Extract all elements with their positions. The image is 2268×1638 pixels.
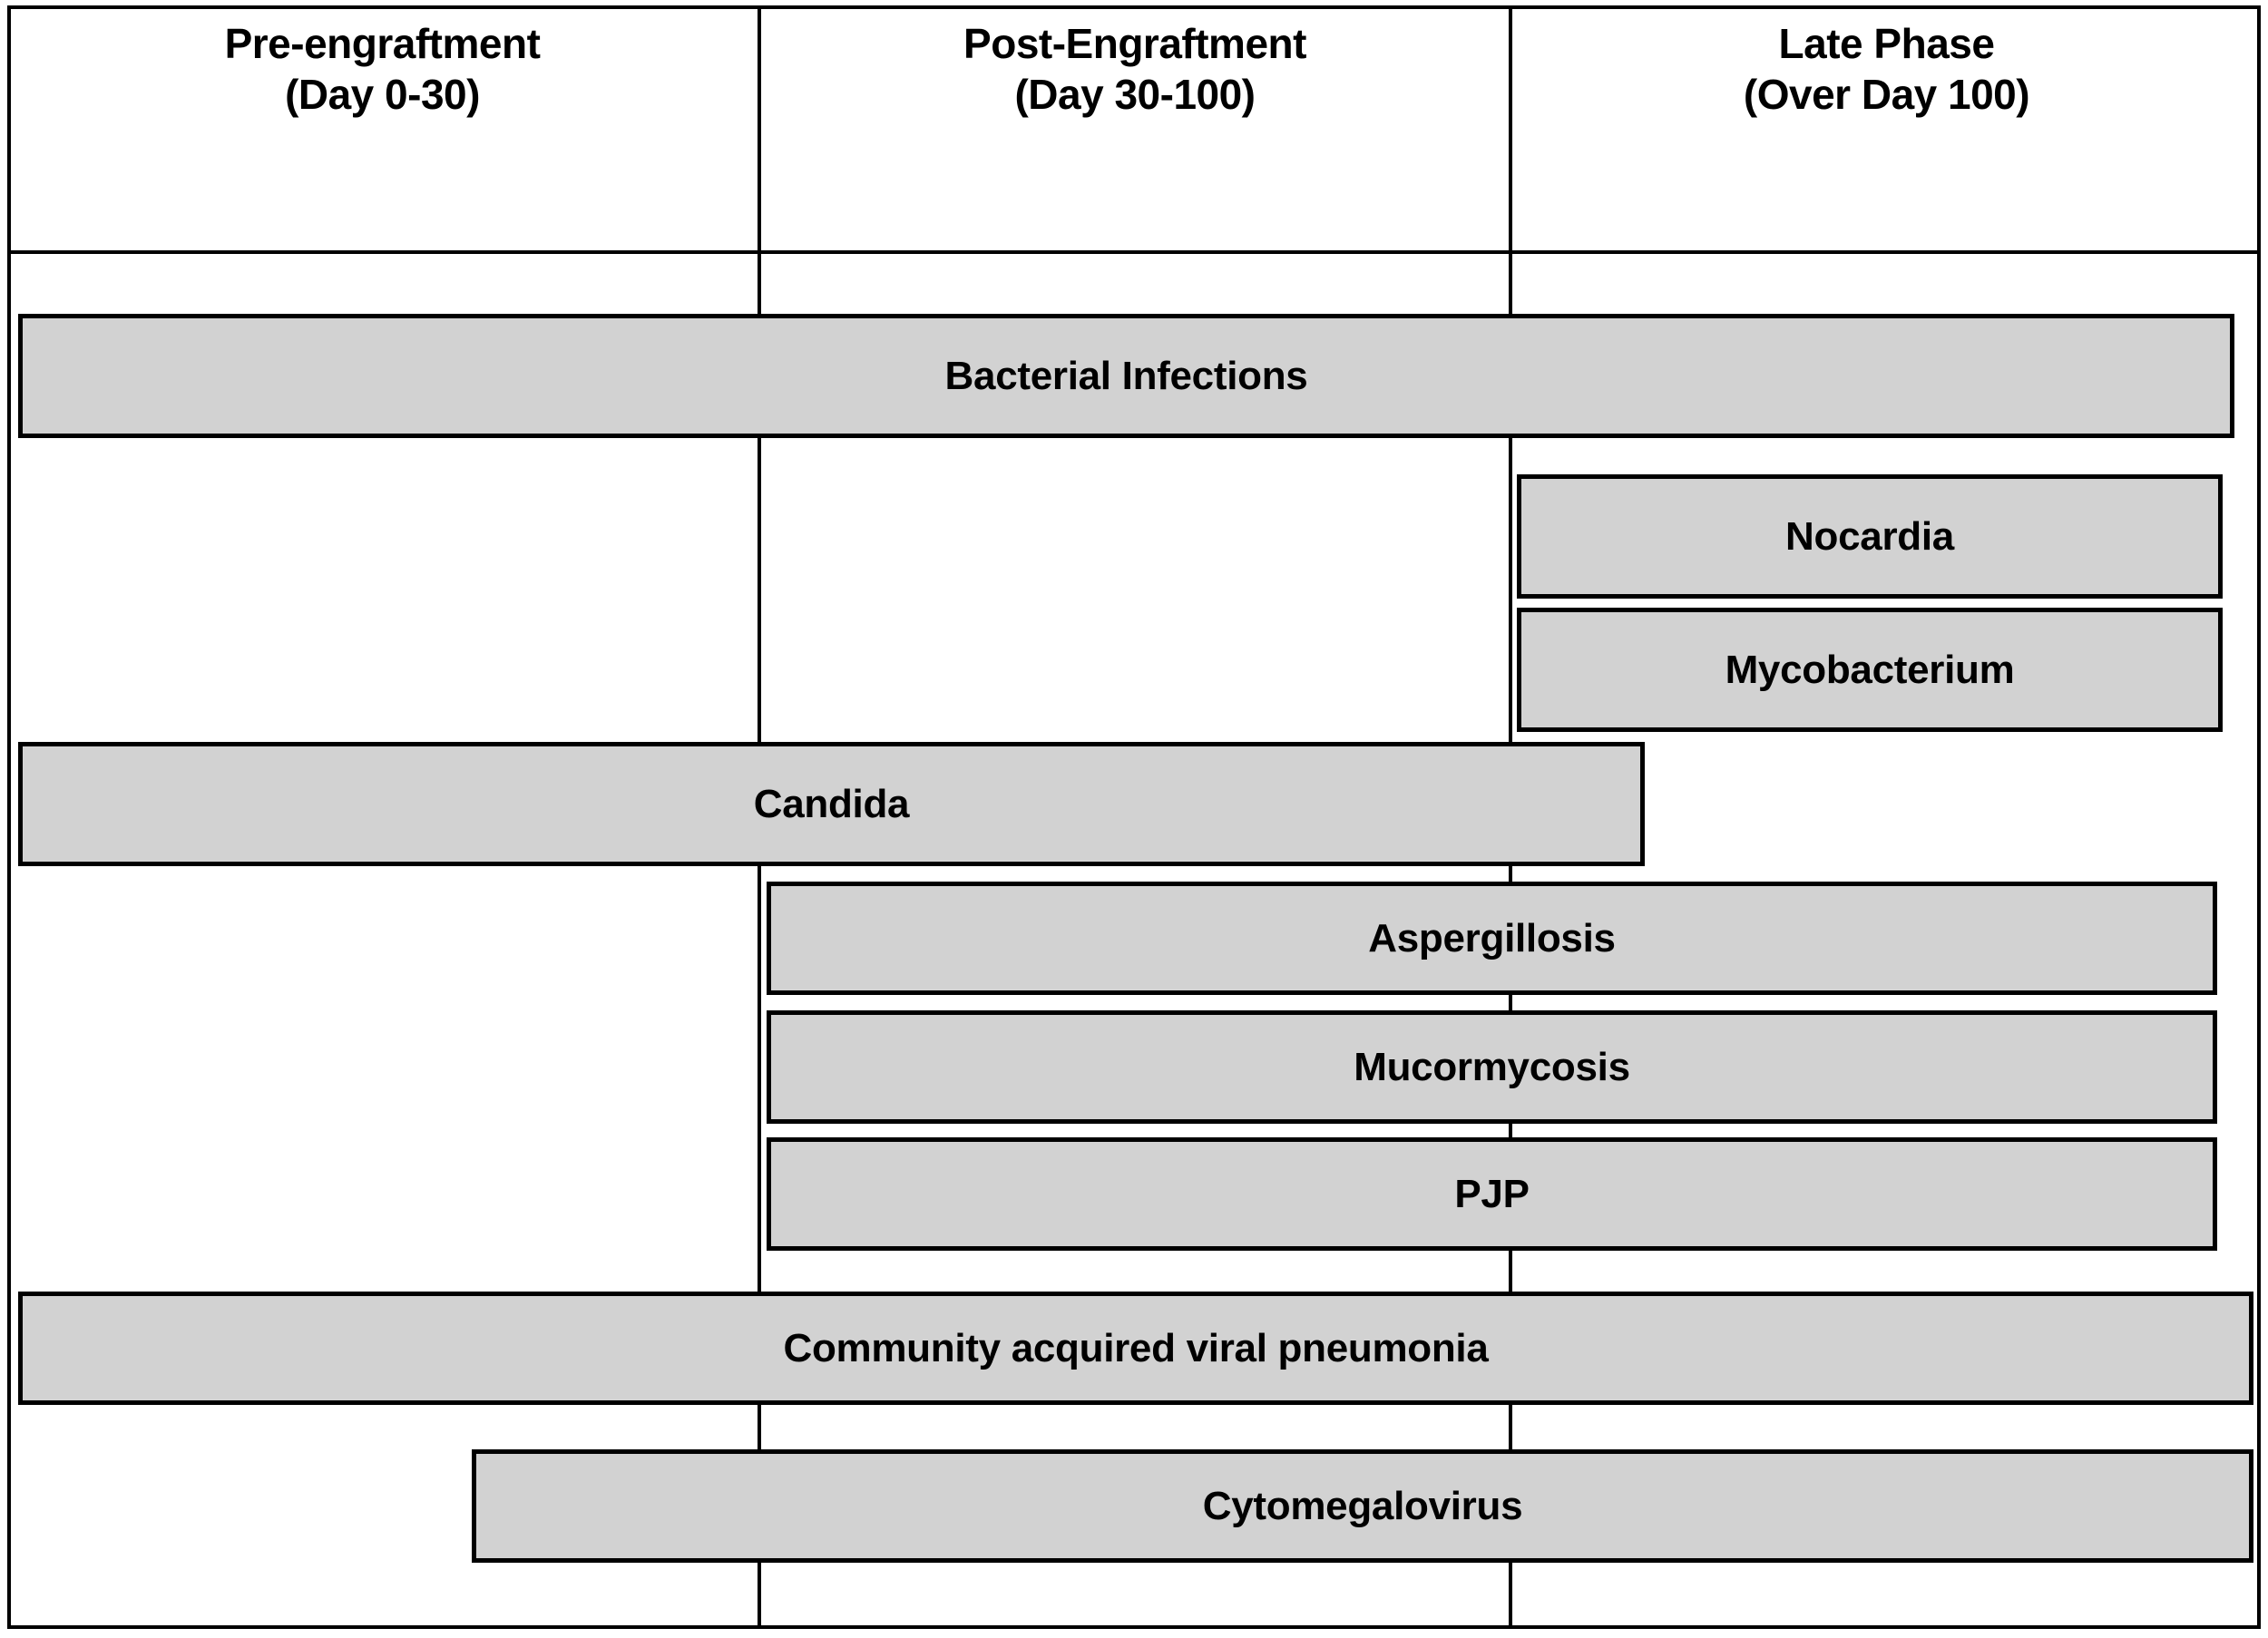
bar-community-acquired-viral-pneumonia: Community acquired viral pneumonia xyxy=(18,1292,2253,1405)
header-subtitle-late-phase: (Over Day 100) xyxy=(1743,71,2030,119)
bar-mucormycosis: Mucormycosis xyxy=(767,1010,2217,1124)
bar-label-community-acquired-viral-pneumonia: Community acquired viral pneumonia xyxy=(783,1325,1489,1370)
bar-label-cytomegalovirus: Cytomegalovirus xyxy=(1202,1483,1523,1528)
bar-label-mycobacterium: Mycobacterium xyxy=(1725,647,2015,692)
bar-cytomegalovirus: Cytomegalovirus xyxy=(472,1449,2253,1563)
header-row: Pre-engraftment (Day 0-30) Post-Engraftm… xyxy=(7,5,2261,254)
bar-label-aspergillosis: Aspergillosis xyxy=(1368,915,1616,960)
bar-label-bacterial-infections: Bacterial Infections xyxy=(944,353,1308,398)
bar-label-nocardia: Nocardia xyxy=(1785,513,1954,559)
bar-mycobacterium: Mycobacterium xyxy=(1517,608,2223,732)
bar-pjp: PJP xyxy=(767,1137,2217,1251)
header-subtitle-pre-engraftment: (Day 0-30) xyxy=(285,71,480,119)
bar-bacterial-infections: Bacterial Infections xyxy=(18,314,2234,438)
bar-nocardia: Nocardia xyxy=(1517,474,2223,599)
header-cell-late-phase: Late Phase (Over Day 100) xyxy=(1512,5,2261,254)
bar-label-candida: Candida xyxy=(753,781,910,826)
header-cell-post-engraftment: Post-Engraftment (Day 30-100) xyxy=(761,5,1509,254)
header-title-post-engraftment: Post-Engraftment xyxy=(963,20,1306,67)
header-subtitle-post-engraftment: (Day 30-100) xyxy=(1014,71,1256,119)
header-cell-pre-engraftment: Pre-engraftment (Day 0-30) xyxy=(7,5,758,254)
bar-label-pjp: PJP xyxy=(1454,1171,1530,1216)
header-title-pre-engraftment: Pre-engraftment xyxy=(224,20,541,67)
header-title-late-phase: Late Phase xyxy=(1778,20,1995,67)
bar-candida: Candida xyxy=(18,742,1645,866)
bar-aspergillosis: Aspergillosis xyxy=(767,882,2217,995)
bar-label-mucormycosis: Mucormycosis xyxy=(1354,1044,1630,1089)
